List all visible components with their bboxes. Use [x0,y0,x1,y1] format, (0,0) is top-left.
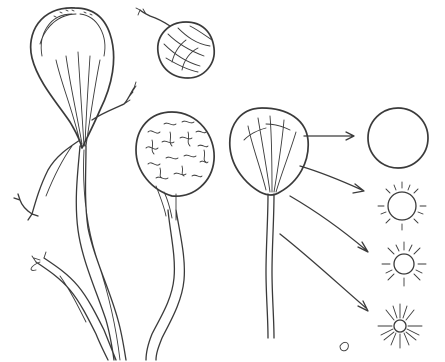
plant-egg-capsule [230,108,308,338]
radiating-star-icon [378,304,422,348]
spiny-circle-icon [378,182,426,230]
small-mark [340,342,348,350]
fallen-stems [31,252,116,360]
plant-textured-capsule [136,112,214,360]
circle-icon [368,108,428,168]
plant-tall-capsule [14,8,136,360]
star-burst-icon [382,242,426,286]
arrow-group [280,132,368,311]
plant-small-bulb [136,8,214,78]
